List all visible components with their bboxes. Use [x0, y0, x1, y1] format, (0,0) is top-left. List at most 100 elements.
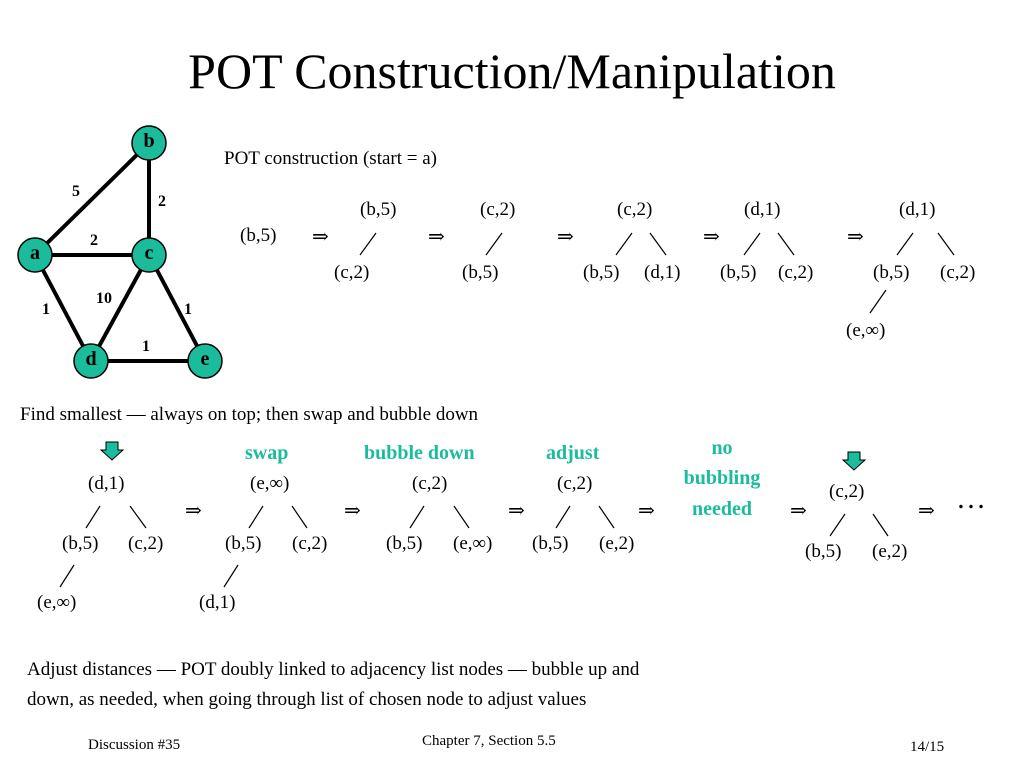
- implies-arrow: ⇒: [312, 226, 329, 248]
- c4-root: (d,1): [744, 199, 781, 220]
- label-no: no: [711, 437, 733, 459]
- edge-c-d: [89, 253, 151, 363]
- c5-right-label: (c,2): [940, 262, 976, 283]
- node-label-d: d: [85, 348, 97, 370]
- m4-right-label: (e,2): [599, 533, 635, 554]
- weight-a-d: 1: [42, 301, 50, 318]
- implies-arrow: ⇒: [847, 226, 864, 248]
- node-label-c: c: [144, 242, 154, 264]
- footer-center: Chapter 7, Section 5.5: [422, 733, 556, 749]
- c2-root: (c,2): [480, 199, 516, 220]
- implies-arrow: ⇒: [508, 500, 525, 522]
- m2-right: [291, 505, 308, 529]
- edge-c-e: [147, 253, 207, 363]
- m1-left: [85, 505, 101, 529]
- c3-right-label: (d,1): [644, 262, 681, 283]
- node-e: [187, 343, 223, 379]
- down-arrow-icon: [99, 441, 125, 461]
- edge-a-d: [33, 253, 93, 363]
- m1-right-label: (c,2): [128, 533, 164, 554]
- c4-left: [743, 232, 761, 256]
- c4-right: [777, 232, 795, 256]
- implies-arrow: ⇒: [344, 500, 361, 522]
- edge-a-b: [33, 141, 151, 257]
- m4-root: (c,2): [557, 473, 593, 494]
- m5-root: (c,2): [829, 481, 865, 502]
- c1-root: (b,5): [360, 199, 397, 220]
- m3-left: [409, 505, 425, 529]
- m5-right-label: (e,2): [872, 541, 908, 562]
- weight-c-e: 1: [184, 301, 192, 318]
- c3-left: [615, 232, 633, 256]
- find-smallest-text: Find smallest — always on top; then swap…: [20, 404, 479, 425]
- adjust-text-line2: down, as needed, when going through list…: [27, 689, 587, 710]
- label-bubble-down: bubble down: [364, 442, 475, 464]
- label-bubbling: bubbling: [683, 467, 761, 489]
- m5-left-label: (b,5): [805, 541, 842, 562]
- m2-left-label: (b,5): [225, 533, 262, 554]
- m2-leftleft: [223, 564, 239, 588]
- m3-right: [453, 505, 470, 529]
- implies-arrow: ⇒: [185, 500, 202, 522]
- node-label-a: a: [30, 242, 40, 264]
- c3-right: [649, 232, 667, 256]
- weight-b-c: 2: [158, 193, 166, 210]
- implies-arrow: ⇒: [638, 500, 655, 522]
- node-label-e: e: [200, 348, 210, 370]
- weight-a-c: 2: [90, 232, 98, 249]
- c2-left-label: (b,5): [462, 262, 499, 283]
- implies-arrow: ⇒: [428, 226, 445, 248]
- m1-root: (d,1): [88, 473, 125, 494]
- implies-arrow: ⇒: [918, 500, 935, 522]
- node-a: [17, 237, 53, 273]
- node-label-b: b: [143, 130, 155, 152]
- adjust-text-line1: Adjust distances — POT doubly linked to …: [27, 659, 640, 680]
- footer-page-number: 14/15: [910, 739, 945, 755]
- implies-arrow: ⇒: [557, 226, 574, 248]
- node-c: [131, 237, 167, 273]
- m1-leftleft-label: (e,∞): [37, 592, 77, 613]
- m3-right-label: (e,∞): [453, 533, 493, 554]
- label-needed: needed: [692, 498, 752, 520]
- c1-left-label: (c,2): [334, 262, 370, 283]
- c4-right-label: (c,2): [778, 262, 814, 283]
- ellipsis: …: [956, 482, 986, 515]
- m4-left: [555, 505, 571, 529]
- footer-left: Discussion #35: [88, 737, 181, 753]
- c5-left-label: (b,5): [873, 262, 910, 283]
- m1-left-label: (b,5): [62, 533, 99, 554]
- m5-left: [829, 513, 846, 537]
- weight-c-d: 10: [96, 290, 112, 307]
- node-d: [73, 343, 109, 379]
- m1-right: [129, 505, 147, 529]
- c5-root: (d,1): [899, 199, 936, 220]
- c4-left-label: (b,5): [720, 262, 757, 283]
- c5-leftleft: [869, 289, 887, 314]
- m3-root: (c,2): [412, 473, 448, 494]
- c5-right: [937, 232, 955, 256]
- m2-left: [248, 505, 264, 529]
- c3-left-label: (b,5): [583, 262, 620, 283]
- m5-right: [872, 513, 889, 537]
- label-adjust: adjust: [546, 442, 600, 464]
- m2-right-label: (c,2): [292, 533, 328, 554]
- m3-left-label: (b,5): [386, 533, 423, 554]
- page-title: POT Construction/Manipulation: [188, 43, 836, 99]
- c5-left: [896, 232, 914, 256]
- m4-left-label: (b,5): [532, 533, 569, 554]
- implies-arrow: ⇒: [703, 226, 720, 248]
- weight-a-b: 5: [72, 183, 80, 200]
- c1-left: [359, 232, 377, 256]
- c2-left: [485, 232, 503, 256]
- m2-leftleft-label: (d,1): [199, 592, 236, 613]
- c5-leftleft-label: (e,∞): [846, 320, 886, 341]
- down-arrow-icon: [841, 451, 867, 471]
- c3-root: (c,2): [617, 199, 653, 220]
- node-b: [131, 125, 167, 161]
- weight-d-e: 1: [142, 338, 150, 355]
- label-swap: swap: [245, 442, 289, 464]
- c0-root: (b,5): [240, 225, 277, 246]
- m1-leftleft: [59, 564, 75, 588]
- construction-heading: POT construction (start = a): [224, 148, 437, 169]
